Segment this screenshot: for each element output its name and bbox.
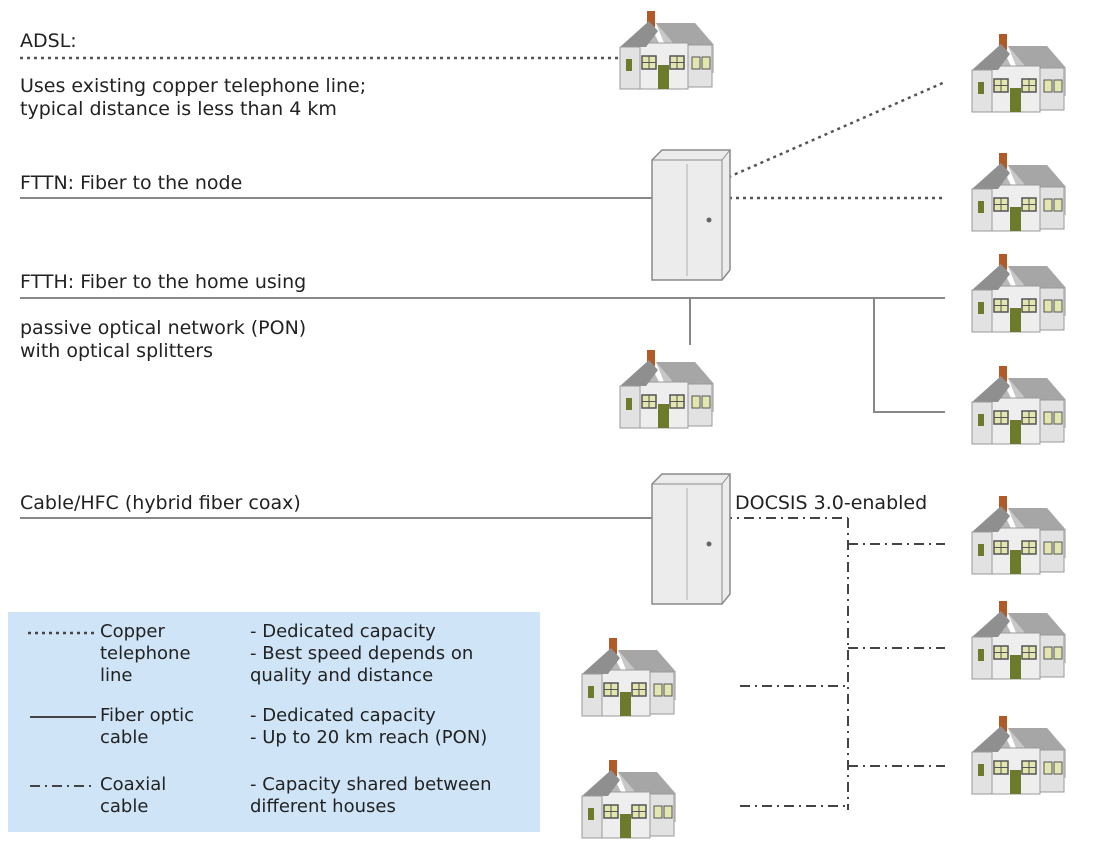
adsl-title: ADSL:	[20, 30, 77, 52]
legend-fiber-note-1: - Dedicated capacity	[250, 705, 436, 726]
ftth-splitter-drop-2	[873, 298, 945, 413]
house-hfc-5	[581, 759, 677, 839]
house-fttn-2	[971, 152, 1067, 232]
house-ftth-1	[971, 253, 1067, 333]
house-hfc-1	[971, 495, 1067, 575]
house-ftth-2	[619, 349, 715, 429]
adsl-desc-line-1: Uses existing copper telephone line;	[20, 75, 367, 97]
house-hfc-3	[971, 715, 1067, 795]
ftth-title: FTTH: Fiber to the home using	[20, 271, 307, 293]
ftth-desc-line-1: passive optical network (PON)	[20, 317, 307, 339]
legend-coax-type-1: Coaxial	[100, 774, 167, 795]
legend-fiber-type-2: cable	[100, 727, 149, 748]
fttn-node-cabinet	[651, 149, 731, 281]
house-ftth-3	[971, 365, 1067, 445]
legend-coax-note-1: - Capacity shared between	[250, 774, 492, 795]
hfc-node-cabinet	[651, 473, 731, 605]
adsl-desc-line-2: typical distance is less than 4 km	[20, 98, 337, 120]
house-hfc-2	[971, 600, 1067, 680]
ftth-desc-line-2: with optical splitters	[20, 340, 213, 362]
legend-line-samples	[28, 631, 96, 787]
legend-copper-note-3: quality and distance	[250, 665, 434, 686]
fttn-title: FTTN: Fiber to the node	[20, 172, 243, 194]
legend-coax-type-2: cable	[100, 796, 149, 817]
cable-title: Cable/HFC (hybrid fiber coax)	[20, 492, 301, 514]
house-hfc-4	[581, 637, 677, 717]
docsis-label: DOCSIS 3.0-enabled	[735, 492, 928, 514]
legend-copper-note-1: - Dedicated capacity	[250, 621, 436, 642]
legend-copper-type-1: Copper	[100, 621, 165, 642]
hfc-coax-lines	[722, 517, 945, 810]
fttn-copper-line-upper	[721, 80, 946, 182]
legend-coax-note-2: different houses	[250, 796, 396, 817]
legend-copper-note-2: - Best speed depends on	[250, 643, 474, 664]
house-fttn-1	[971, 33, 1067, 113]
legend-copper-type-3: line	[100, 665, 133, 686]
house-adsl	[619, 10, 715, 90]
legend-fiber-note-2: - Up to 20 km reach (PON)	[250, 727, 488, 748]
legend-box: Copper telephone line - Dedicated capaci…	[8, 612, 540, 832]
legend-copper-type-2: telephone	[100, 643, 191, 664]
legend-fiber-type-1: Fiber optic	[100, 705, 195, 726]
